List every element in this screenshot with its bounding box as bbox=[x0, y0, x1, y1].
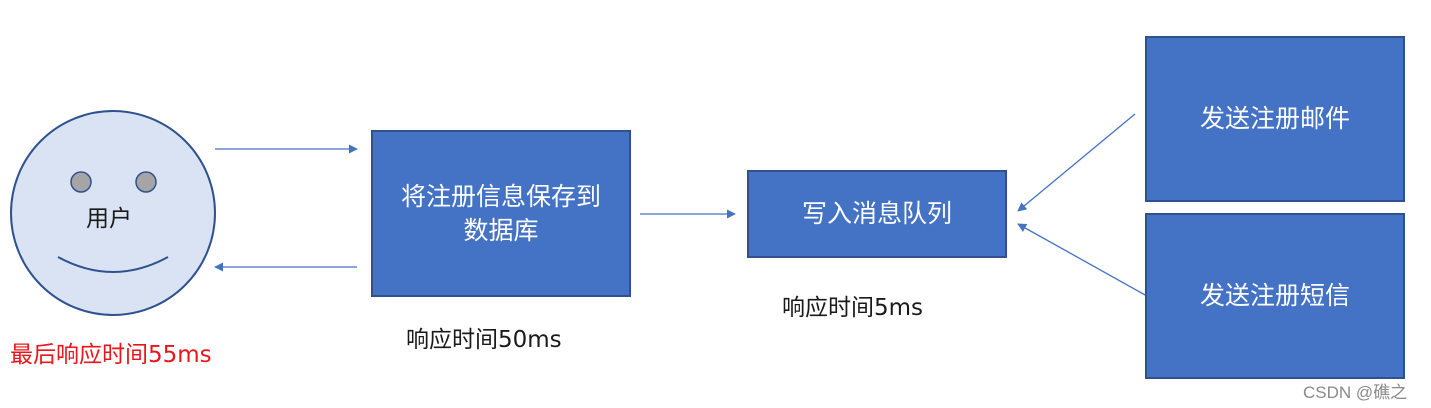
write-queue-box: 写入消息队列 bbox=[747, 170, 1007, 258]
watermark: CSDN @礁之 bbox=[1303, 383, 1408, 402]
send-email-label: 发送注册邮件 bbox=[1199, 104, 1350, 133]
send-sms-label: 发送注册短信 bbox=[1199, 281, 1350, 310]
save-db-label-line1: 将注册信息保存到 bbox=[400, 181, 601, 211]
arrow-sms-to-queue bbox=[1017, 223, 1148, 297]
send-sms-box: 发送注册短信 bbox=[1145, 213, 1405, 379]
send-email-box: 发送注册邮件 bbox=[1145, 36, 1405, 202]
write-queue-time-label: 响应时间5ms bbox=[782, 295, 924, 321]
save-db-label-line2: 数据库 bbox=[463, 215, 539, 245]
smile-icon bbox=[57, 256, 169, 273]
right-eye-icon bbox=[135, 171, 157, 193]
user-face-icon bbox=[10, 110, 216, 316]
arrow-email-to-queue bbox=[1017, 113, 1136, 212]
left-eye-icon bbox=[70, 171, 92, 193]
user-label: 用户 bbox=[86, 206, 132, 232]
save-db-time-label: 响应时间50ms bbox=[406, 327, 562, 353]
save-db-box: 将注册信息保存到 数据库 bbox=[371, 130, 631, 297]
total-time-label: 最后响应时间55ms bbox=[10, 342, 212, 368]
write-queue-label: 写入消息队列 bbox=[801, 199, 952, 228]
